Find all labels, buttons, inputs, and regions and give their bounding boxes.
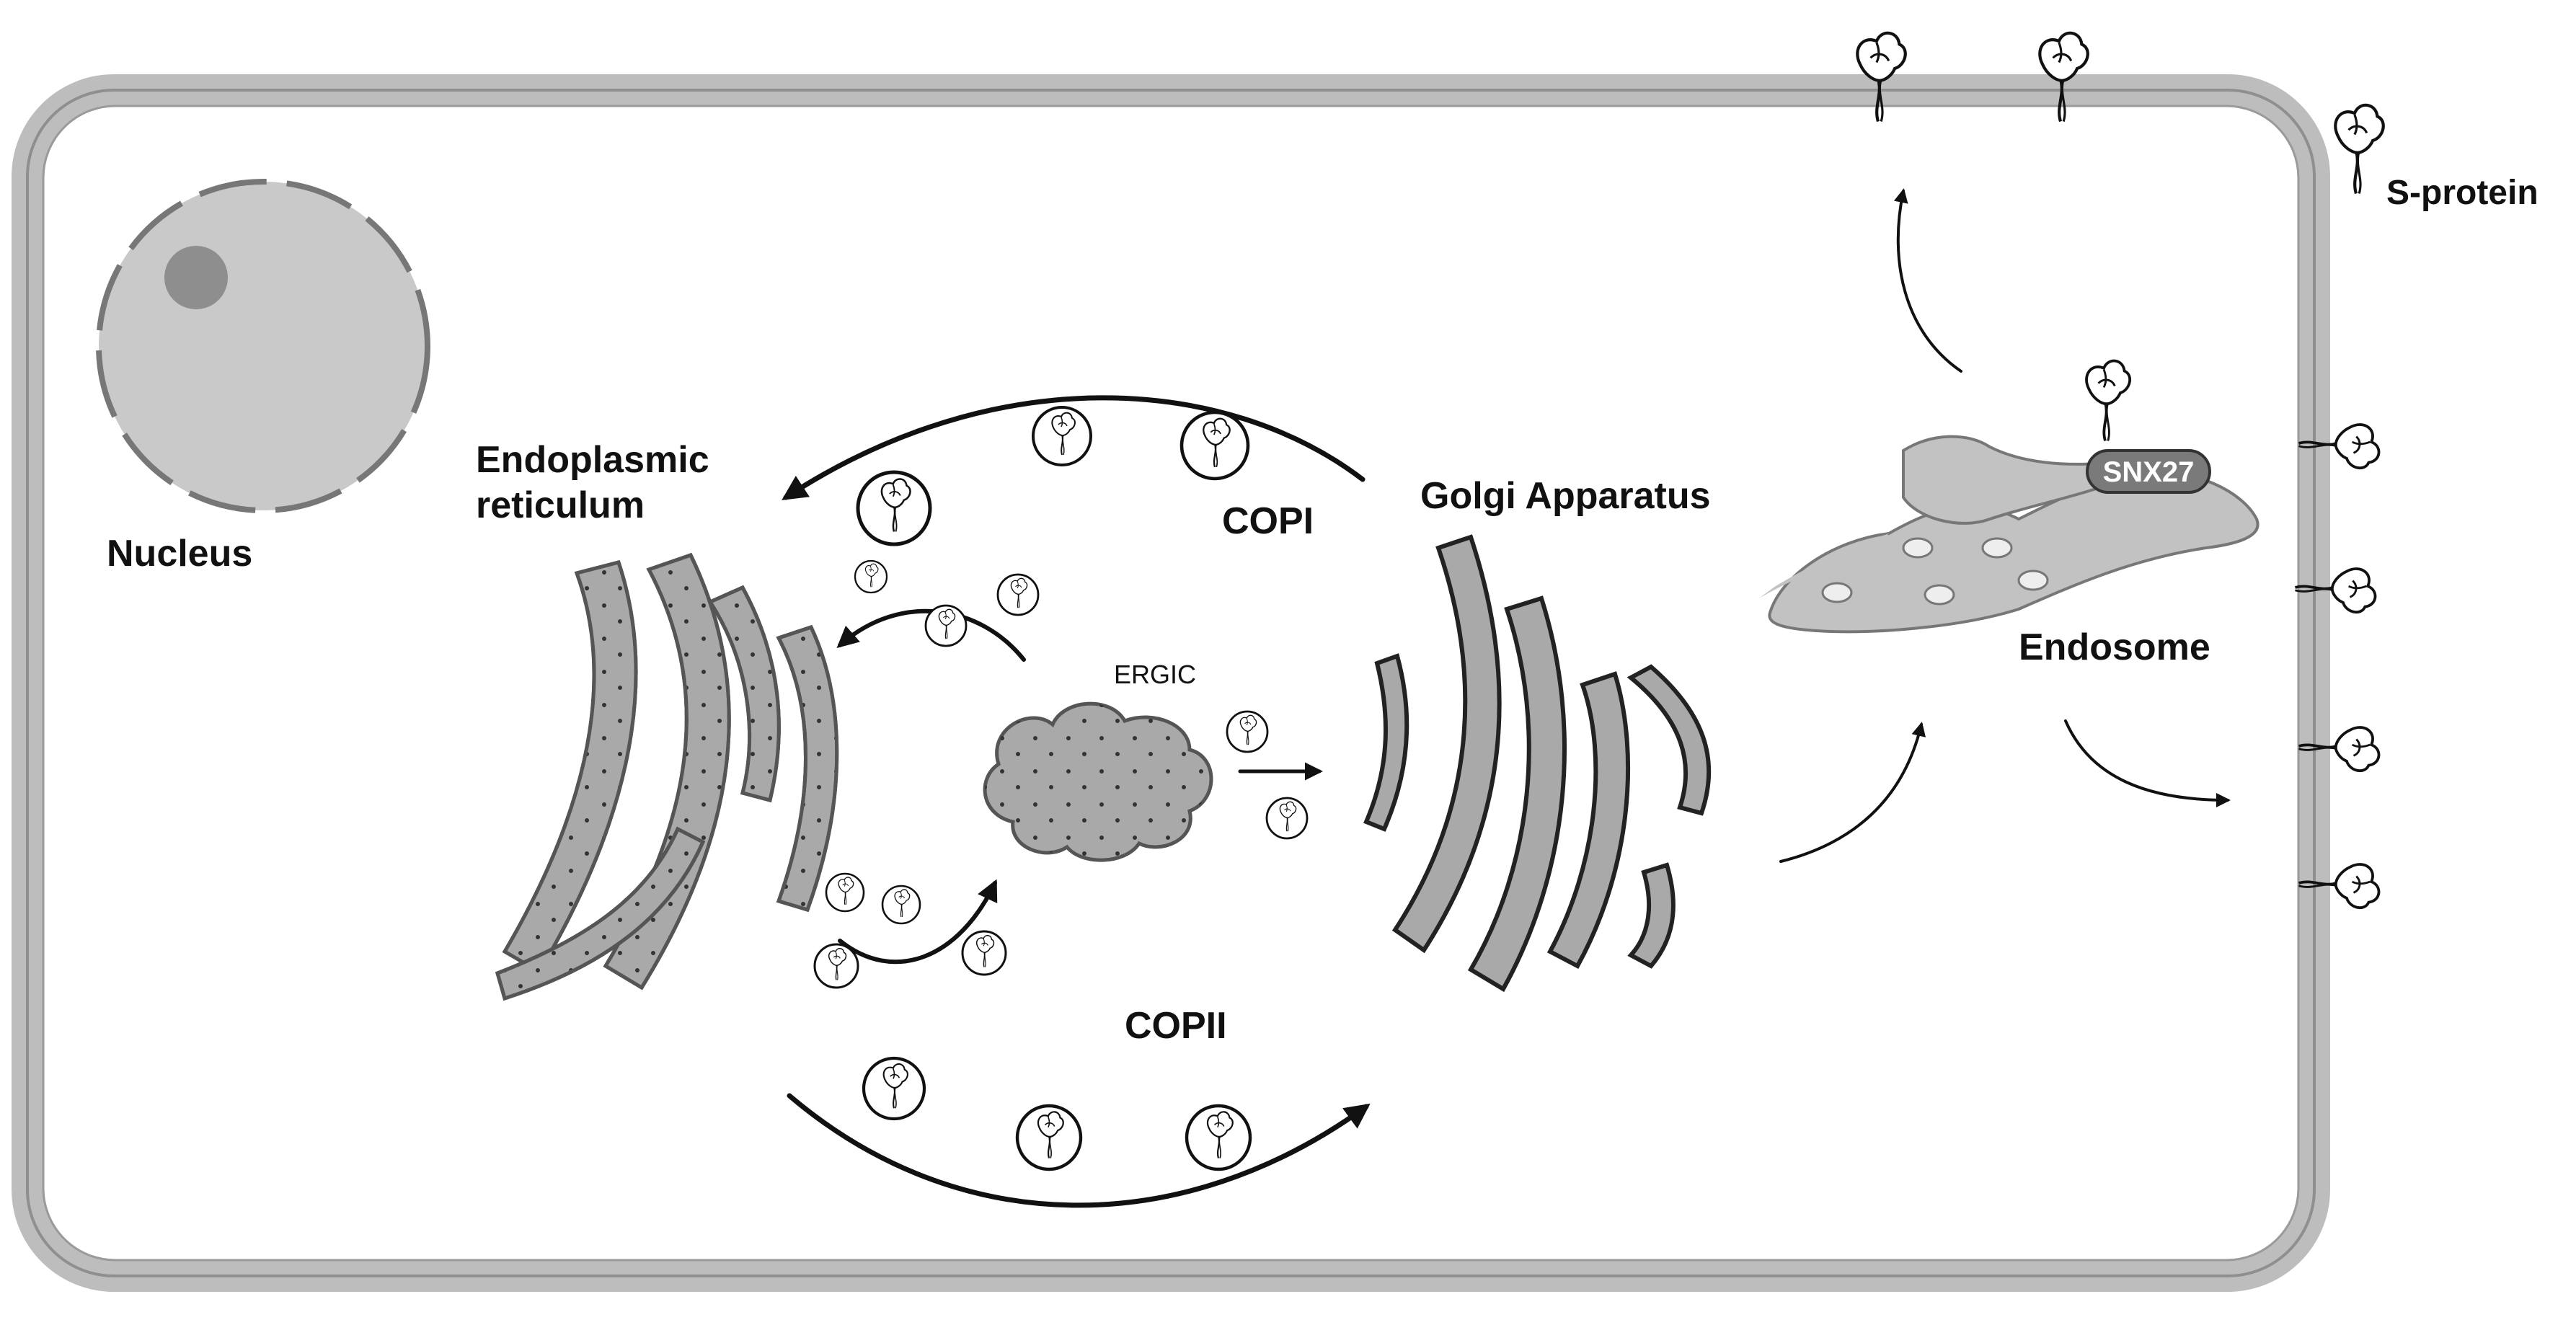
- s-protein-label: S-protein: [2386, 174, 2539, 212]
- copi-retrograde-arrow: [782, 395, 1366, 500]
- nucleus-icon: [96, 179, 430, 513]
- er-label-line1: Endoplasmic: [476, 439, 709, 481]
- vesicle-icon: [962, 931, 1006, 975]
- endosome-label: Endosome: [2019, 626, 2210, 668]
- endosome-icon: [1759, 435, 2259, 634]
- vesicle-icon: [926, 606, 966, 646]
- nucleus-label: Nucleus: [107, 533, 252, 575]
- snx27-badge: [2086, 449, 2211, 494]
- plasma-membrane: [12, 74, 2330, 1292]
- vesicle-icon: [1182, 412, 1248, 479]
- er-label-line2: reticulum: [476, 484, 645, 526]
- vesicle-icon: [1267, 798, 1307, 838]
- endosome-to-membrane-arrow: [1893, 188, 1962, 373]
- vesicle-icon: [1017, 1106, 1081, 1169]
- transport-arrows: [782, 188, 2231, 1208]
- vesicle-icon: [998, 575, 1038, 615]
- copi-label: COPI: [1222, 500, 1314, 542]
- golgi-label: Golgi Apparatus: [1420, 475, 1711, 517]
- endoplasmic-reticulum-icon: [495, 552, 839, 1001]
- copii-anterograde-arrow: [787, 1093, 1371, 1208]
- copii-label: COPII: [1125, 1005, 1227, 1047]
- golgi-to-endosome-arrow: [1779, 722, 1926, 863]
- ergic-icon: [983, 701, 1213, 862]
- ergic-label: ERGIC: [1114, 660, 1196, 689]
- golgi-apparatus-icon: [1363, 534, 1712, 993]
- vesicle-icon: [815, 944, 858, 988]
- vesicle-icon: [882, 886, 920, 923]
- vesicle-icon: [855, 561, 887, 593]
- vesicle-icon: [858, 472, 930, 544]
- nucleolus-icon: [164, 246, 228, 309]
- vesicle-icon: [1033, 407, 1091, 465]
- snx27-label: SNX27: [2103, 456, 2195, 488]
- s-protein-icon: [2335, 105, 2383, 194]
- vesicle-icon: [1187, 1106, 1250, 1169]
- vesicle-icon: [826, 874, 864, 911]
- endosome-recycling-arrow: [2064, 719, 2231, 807]
- er-to-ergic-arrow: [838, 879, 998, 965]
- vesicle-icon: [1227, 712, 1267, 752]
- vesicle-icon: [864, 1058, 924, 1119]
